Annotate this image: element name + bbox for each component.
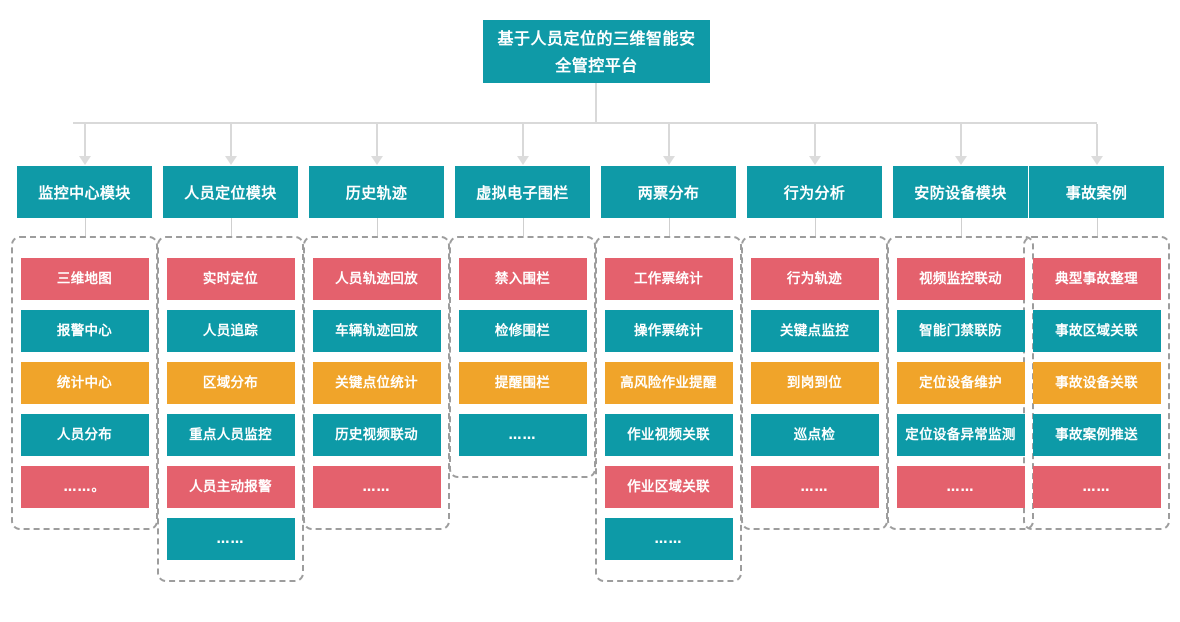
- module-item[interactable]: 重点人员监控: [166, 414, 295, 456]
- module-header-3[interactable]: 历史轨迹: [309, 166, 444, 218]
- bus-arrow-icon: [370, 156, 383, 165]
- module-item[interactable]: 车辆轨迹回放: [312, 310, 441, 352]
- header-group-connector: [814, 218, 816, 236]
- module-item[interactable]: 工作票统计: [604, 258, 733, 300]
- module-item[interactable]: 禁入围栏: [458, 258, 587, 300]
- bus-drop-connector: [667, 124, 670, 158]
- module-item[interactable]: 作业视频关联: [604, 414, 733, 456]
- bus-drop-connector: [1095, 124, 1098, 158]
- module-item[interactable]: 人员分布: [20, 414, 149, 456]
- module-item[interactable]: 定位设备异常监测: [896, 414, 1025, 456]
- module-header-8[interactable]: 事故案例: [1029, 166, 1164, 218]
- horizontal-bus-connector: [73, 122, 1097, 124]
- module-item[interactable]: 高风险作业提醒: [604, 362, 733, 404]
- header-group-connector: [84, 218, 86, 236]
- module-header-1[interactable]: 监控中心模块: [17, 166, 152, 218]
- module-item[interactable]: 关键点位统计: [312, 362, 441, 404]
- module-item[interactable]: 历史视频联动: [312, 414, 441, 456]
- module-item[interactable]: 行为轨迹: [750, 258, 879, 300]
- module-item[interactable]: 视频监控联动: [896, 258, 1025, 300]
- module-item[interactable]: 定位设备维护: [896, 362, 1025, 404]
- root-title-box: 基于人员定位的三维智能安全管控平台: [483, 20, 710, 83]
- bus-drop-connector: [83, 124, 86, 158]
- module-item[interactable]: 区域分布: [166, 362, 295, 404]
- module-item[interactable]: 关键点监控: [750, 310, 879, 352]
- module-header-6[interactable]: 行为分析: [747, 166, 882, 218]
- bus-drop-connector: [521, 124, 524, 158]
- module-item[interactable]: 人员追踪: [166, 310, 295, 352]
- module-header-2[interactable]: 人员定位模块: [163, 166, 298, 218]
- module-item[interactable]: 事故区域关联: [1032, 310, 1161, 352]
- module-item[interactable]: 人员轨迹回放: [312, 258, 441, 300]
- bus-arrow-icon: [224, 156, 237, 165]
- module-header-5[interactable]: 两票分布: [601, 166, 736, 218]
- header-group-connector: [960, 218, 962, 236]
- module-item-ellipsis[interactable]: ……: [604, 518, 733, 560]
- header-group-connector: [230, 218, 232, 236]
- bus-drop-connector: [375, 124, 378, 158]
- bus-arrow-icon: [78, 156, 91, 165]
- module-item[interactable]: 作业区域关联: [604, 466, 733, 508]
- bus-arrow-icon: [1090, 156, 1103, 165]
- module-item-ellipsis[interactable]: ……: [166, 518, 295, 560]
- module-header-7[interactable]: 安防设备模块: [893, 166, 1028, 218]
- module-header-4[interactable]: 虚拟电子围栏: [455, 166, 590, 218]
- module-item-ellipsis[interactable]: ……。: [20, 466, 149, 508]
- bus-drop-connector: [813, 124, 816, 158]
- module-item[interactable]: 提醒围栏: [458, 362, 587, 404]
- module-item-ellipsis[interactable]: ……: [750, 466, 879, 508]
- bus-arrow-icon: [516, 156, 529, 165]
- module-item[interactable]: 实时定位: [166, 258, 295, 300]
- header-group-connector: [376, 218, 378, 236]
- module-item[interactable]: 事故案例推送: [1032, 414, 1161, 456]
- module-item[interactable]: 报警中心: [20, 310, 149, 352]
- module-item[interactable]: 典型事故整理: [1032, 258, 1161, 300]
- module-item[interactable]: 人员主动报警: [166, 466, 295, 508]
- module-item[interactable]: 到岗到位: [750, 362, 879, 404]
- module-item-ellipsis[interactable]: ……: [1032, 466, 1161, 508]
- module-item[interactable]: 事故设备关联: [1032, 362, 1161, 404]
- bus-arrow-icon: [954, 156, 967, 165]
- module-item[interactable]: 统计中心: [20, 362, 149, 404]
- header-group-connector: [668, 218, 670, 236]
- module-item-ellipsis[interactable]: ……: [458, 414, 587, 456]
- header-group-connector: [1096, 218, 1098, 236]
- module-item[interactable]: 操作票统计: [604, 310, 733, 352]
- bus-arrow-icon: [662, 156, 675, 165]
- bus-drop-connector: [229, 124, 232, 158]
- module-item[interactable]: 检修围栏: [458, 310, 587, 352]
- module-item[interactable]: 智能门禁联防: [896, 310, 1025, 352]
- header-group-connector: [522, 218, 524, 236]
- module-item[interactable]: 三维地图: [20, 258, 149, 300]
- bus-drop-connector: [959, 124, 962, 158]
- module-item[interactable]: 巡点检: [750, 414, 879, 456]
- bus-arrow-icon: [808, 156, 821, 165]
- root-stem-connector: [595, 83, 597, 124]
- module-item-ellipsis[interactable]: ……: [312, 466, 441, 508]
- module-item-ellipsis[interactable]: ……: [896, 466, 1025, 508]
